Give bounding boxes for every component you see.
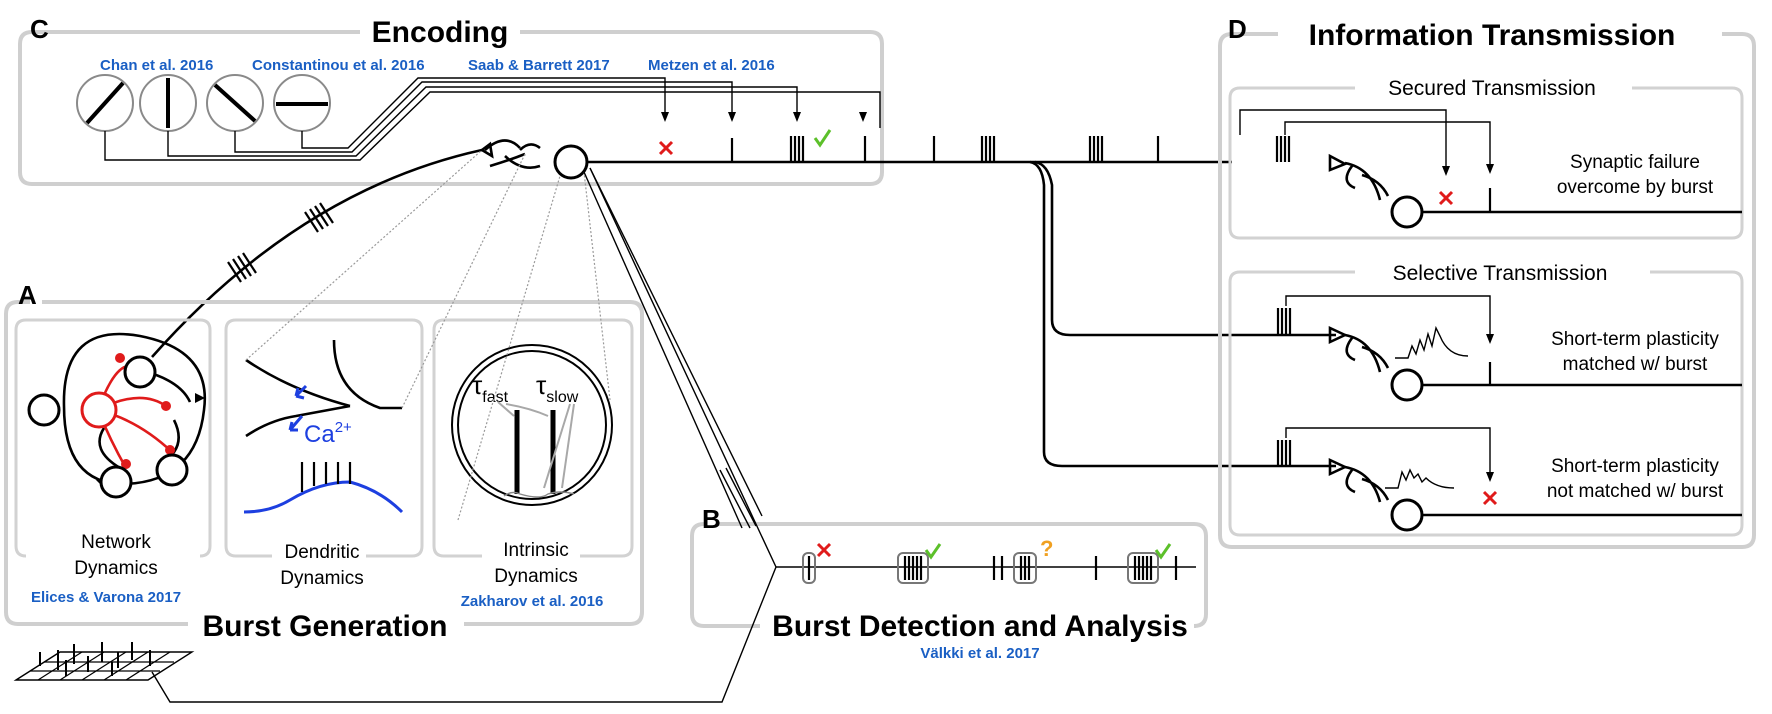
main-cell-body [553,144,589,180]
panel-encoding: C Encoding Chan et al. 2016 Constantinou… [18,14,884,186]
detection-funnel-lines [151,167,777,703]
tau-arrows [497,401,575,489]
detection-check-icon-1 [924,543,942,560]
detection-fail-x-icon [816,542,832,558]
main-axon-spikes [730,136,1160,162]
input-axon [151,148,483,358]
main-neuron [479,139,1232,180]
secured-transmission: Secured Transmission Synaptic failure ov… [1228,77,1744,240]
stimulus-circle-diagonal [206,74,264,132]
secured-caption-2: overcome by burst [1557,177,1714,198]
panel-detection: B Burst Detection and Analysis Välkki et… [690,504,1208,662]
detection-check-icon-2 [1154,543,1172,560]
encoding-stimulus-lines [104,77,881,161]
tau-slow-label: τslow [536,370,579,406]
stimulus-circle-oblique [76,74,134,132]
detection-question-icon: ? [1040,536,1053,561]
psp-facilitating [1395,325,1469,359]
detection-title: Burst Detection and Analysis [772,610,1188,643]
intrinsic-dynamics-box: τfast τslow Intrinsic Dynamics Zakharov … [432,318,634,610]
detection-ref: Välkki et al. 2017 [920,645,1039,662]
psp-depressing [1385,468,1455,489]
generation-letter: A [18,280,37,310]
panel-transmission: D Information Transmission Secured Trans… [1218,14,1756,549]
dendritic-dynamics-box: Ca2+ Dendritic Dynamics [224,318,424,589]
tau-fast-label: τfast [472,370,509,406]
secured-fail-x-icon [1438,190,1454,206]
axon-branches-to-d [1029,160,1336,468]
raster-plane [13,642,195,681]
encoding-panel-border [18,30,884,186]
selective-title: Selective Transmission [1393,262,1608,285]
zoom-dotted-lines [245,149,611,521]
stimulus-circle-horizontal [273,74,331,132]
dendritic-label-1: Dendritic [285,542,360,563]
network-label-2: Dynamics [74,558,157,579]
input-burst-upper [304,202,334,233]
ref-chan: Chan et al. 2016 [100,57,213,74]
encoding-fail-x-icon [658,140,674,156]
calcium-label: Ca2+ [304,419,352,448]
detection-panel-border [690,522,1208,628]
unmatched-caption-1: Short-term plasticity [1551,456,1719,477]
encoding-title: Encoding [372,16,509,49]
encoding-letter: C [30,14,49,44]
input-burst-lower [227,252,257,283]
transmission-letter: D [1228,14,1247,44]
stimulus-circle-vertical [139,74,197,132]
unmatched-fail-x-icon [1482,490,1498,506]
intrinsic-label-1: Intrinsic [503,540,568,561]
ref-saab: Saab & Barrett 2017 [468,57,610,74]
secured-title: Secured Transmission [1388,77,1596,100]
encoding-check-icon [813,129,832,148]
network-dynamics-box: Network Dynamics Elices & Varona 2017 [14,318,212,606]
detection-letter: B [702,504,721,534]
matched-caption-1: Short-term plasticity [1551,329,1719,350]
network-ref: Elices & Varona 2017 [31,589,181,606]
transmission-panel-border [1218,32,1756,549]
intrinsic-ref: Zakharov et al. 2016 [461,593,604,610]
ref-constantinou: Constantinou et al. 2016 [252,57,425,74]
ref-metzen: Metzen et al. 2016 [648,57,775,74]
transmission-title: Information Transmission [1309,19,1676,52]
dendritic-label-2: Dynamics [280,568,363,589]
encoding-arrowheads [661,112,867,122]
panel-generation: A Burst Generation Network Dynamics Elic… [4,149,644,643]
generation-title: Burst Generation [202,610,447,643]
generation-panel-border [4,300,644,626]
selective-transmission: Selective Transmission Short-term plasti… [1228,262,1744,537]
intrinsic-label-2: Dynamics [494,566,577,587]
secured-caption-1: Synaptic failure [1570,152,1700,173]
network-label-1: Network [81,532,151,553]
unmatched-caption-2: not matched w/ burst [1547,481,1724,502]
matched-caption-2: matched w/ burst [1563,354,1708,375]
